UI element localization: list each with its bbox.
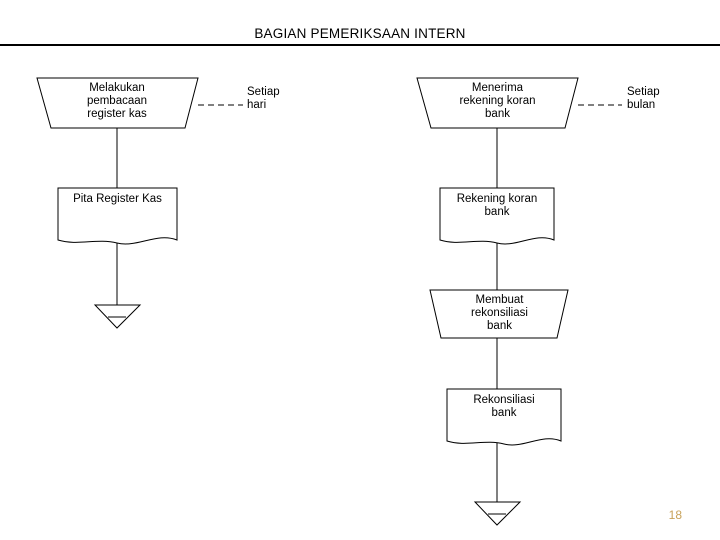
label-membuat-rekonsiliasi-bank: Membuat rekonsiliasi bank <box>471 294 528 332</box>
label-rekening-koran-bank: Rekening koran bank <box>456 193 538 218</box>
label-rekonsiliasi-bank: Rekonsiliasi bank <box>473 394 535 419</box>
label-setiap-bulan: Setiap bulan <box>627 86 660 111</box>
shape-rekonsiliasi-bank <box>446 388 562 446</box>
shape-membuat-rekonsiliasi-bank <box>429 289 569 339</box>
shape-rekening-koran-bank <box>439 187 555 245</box>
label-melakukan-pembacaan-register-kas: Melakukan pembacaan register kas <box>86 82 148 120</box>
label-menerima-rekening-koran-bank: Menerima rekening koran bank <box>459 82 536 120</box>
shape-menerima-rekening-koran-bank <box>416 77 579 129</box>
page-title: BAGIAN PEMERIKSAAN INTERN <box>254 26 466 41</box>
label-setiap-hari: Setiap hari <box>247 86 280 111</box>
page-number: 18 <box>668 508 682 522</box>
label-pita-register-kas: Pita Register Kas <box>73 193 162 205</box>
shape-pita-register-kas <box>57 187 178 245</box>
shape-melakukan-pembacaan-register-kas <box>36 77 199 129</box>
